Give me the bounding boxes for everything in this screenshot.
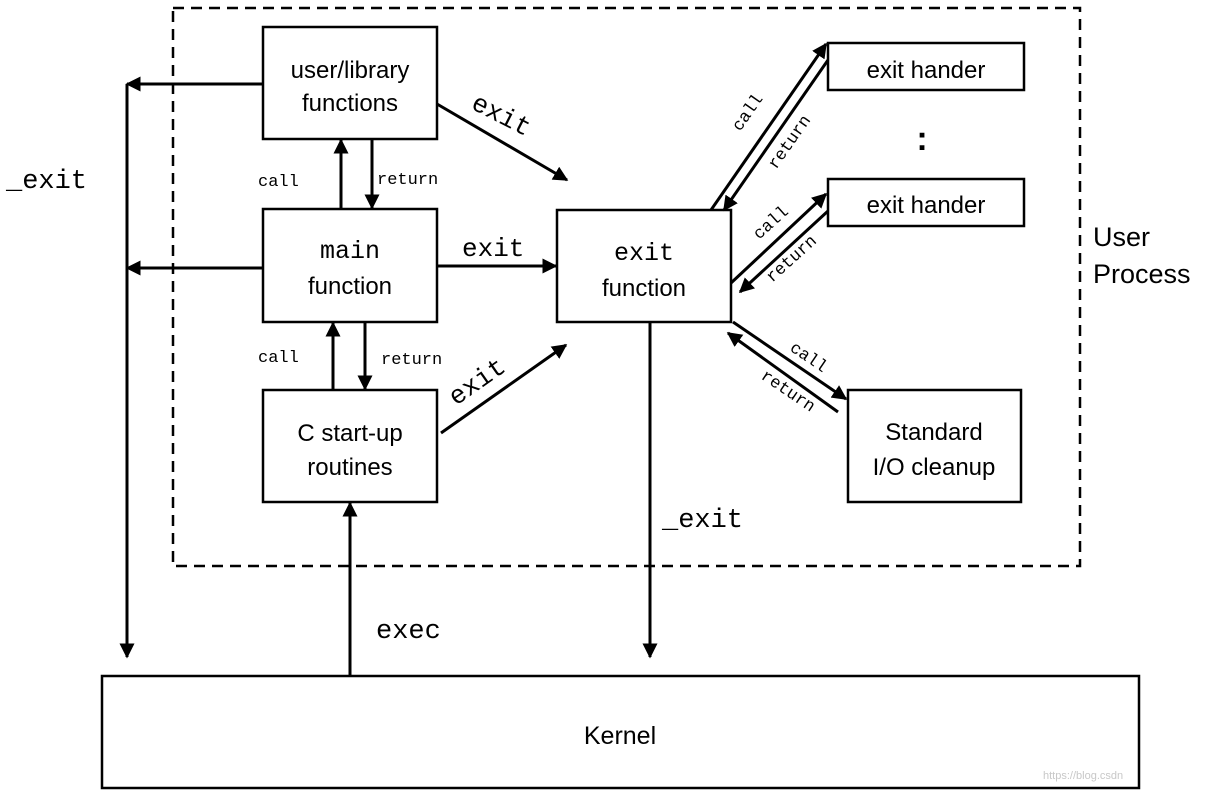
user-library-functions-box: user/library functions xyxy=(261,25,439,141)
call-handler-1-arrow xyxy=(709,42,828,211)
user-process-region xyxy=(171,6,1082,568)
exit-label-from-startup: exit xyxy=(443,352,511,412)
exit-function-label-2: function xyxy=(602,275,686,302)
exit-handler-box-2: exit hander xyxy=(826,177,1026,228)
call-label-user: call xyxy=(258,173,299,192)
exit-label-from-main: exit xyxy=(462,234,524,264)
exit-arrow-from-startup xyxy=(440,343,568,435)
exit-function-box: exit function xyxy=(555,208,733,324)
exit-function-label-1: exit xyxy=(614,239,674,268)
exec-label: exec xyxy=(376,617,441,647)
exit-handler-2-label: exit hander xyxy=(867,192,986,219)
user-library-label-2: functions xyxy=(302,90,398,117)
main-function-label: function xyxy=(308,273,392,300)
stdio-label-2: I/O cleanup xyxy=(873,454,996,481)
stdio-label-1: Standard xyxy=(885,419,982,446)
return-label-handler-2: return xyxy=(763,232,821,287)
left-exit-label: _exit xyxy=(5,167,87,197)
return-label-main: return xyxy=(381,351,442,370)
c-startup-routines-box: C start-up routines xyxy=(261,388,439,504)
call-handler-2-arrow xyxy=(729,192,828,285)
watermark: https://blog.csdn xyxy=(1043,770,1123,782)
exit-handler-box-1: exit hander xyxy=(826,41,1026,92)
call-label-main: call xyxy=(258,349,299,368)
return-handler-2-arrow xyxy=(738,209,830,294)
main-function-box: main function xyxy=(261,207,439,324)
exit-handler-1-label: exit hander xyxy=(867,57,986,84)
return-handler-1-arrow xyxy=(722,59,830,212)
exit-label-from-user: exit xyxy=(466,88,535,143)
call-stdio-arrow xyxy=(732,320,848,401)
return-label-user: return xyxy=(377,171,438,190)
ellipsis-dots: : xyxy=(916,120,927,158)
kernel-label: Kernel xyxy=(584,722,656,750)
kernel-box: Kernel xyxy=(100,674,1141,790)
bottom-exit-label: _exit xyxy=(661,506,743,536)
user-process-label-1: User xyxy=(1093,222,1150,252)
exit-arrow-from-user xyxy=(436,102,569,182)
startup-label-1: C start-up xyxy=(297,420,402,447)
main-label: main xyxy=(320,237,380,266)
standard-io-cleanup-box: Standard I/O cleanup xyxy=(846,388,1023,504)
return-stdio-arrow xyxy=(726,331,839,414)
call-label-handler-2: call xyxy=(750,203,793,244)
startup-label-2: routines xyxy=(307,454,392,481)
user-library-label-1: user/library xyxy=(291,57,410,84)
call-label-handler-1: call xyxy=(729,91,768,135)
user-process-label-2: Process xyxy=(1093,259,1191,289)
